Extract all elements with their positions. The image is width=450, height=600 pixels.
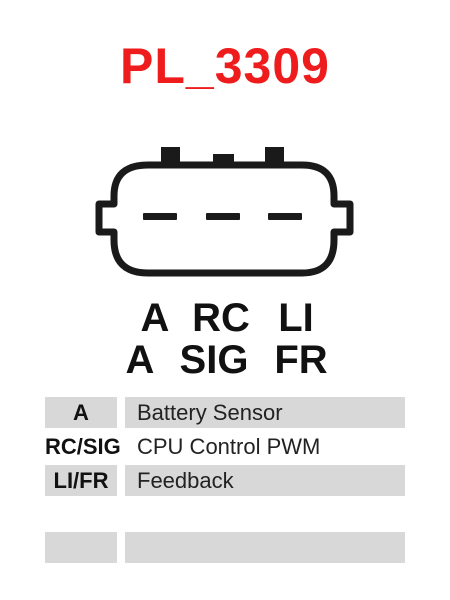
- pin-description: Feedback: [125, 465, 405, 496]
- pin-label-bottom-3: FR: [274, 338, 328, 382]
- connector-outline: [95, 161, 354, 277]
- table-row: RC/SIG CPU Control PWM: [0, 431, 450, 462]
- pin-slot-right: [268, 213, 302, 220]
- pin-description: CPU Control PWM: [137, 434, 321, 459]
- pin-label-bottom-2: SIG: [179, 338, 249, 382]
- center-latch: [213, 154, 234, 167]
- pin-code: RC/SIG: [45, 434, 121, 459]
- pin-label-top-1: A: [140, 296, 170, 340]
- pin-label-top-2: RC: [192, 296, 250, 340]
- three-pin-connector-icon: [95, 147, 354, 277]
- table-row-empty: [0, 532, 450, 563]
- pin-label-top-3: LI: [278, 296, 314, 340]
- pin-code: LI/FR: [45, 465, 117, 496]
- pin-description: Battery Sensor: [125, 397, 405, 428]
- right-latch: [265, 147, 284, 167]
- part-number-title: PL_3309: [120, 38, 330, 94]
- table-row: LI/FR Feedback: [0, 465, 450, 496]
- pin-code: [45, 532, 117, 563]
- pin-code: A: [45, 397, 117, 428]
- pin-slot-left: [143, 213, 177, 220]
- table-row: A Battery Sensor: [0, 397, 450, 428]
- pin-description: [125, 532, 405, 563]
- left-latch: [161, 147, 180, 167]
- pin-label-bottom-1: A: [125, 338, 155, 382]
- pin-slot-center: [206, 213, 240, 220]
